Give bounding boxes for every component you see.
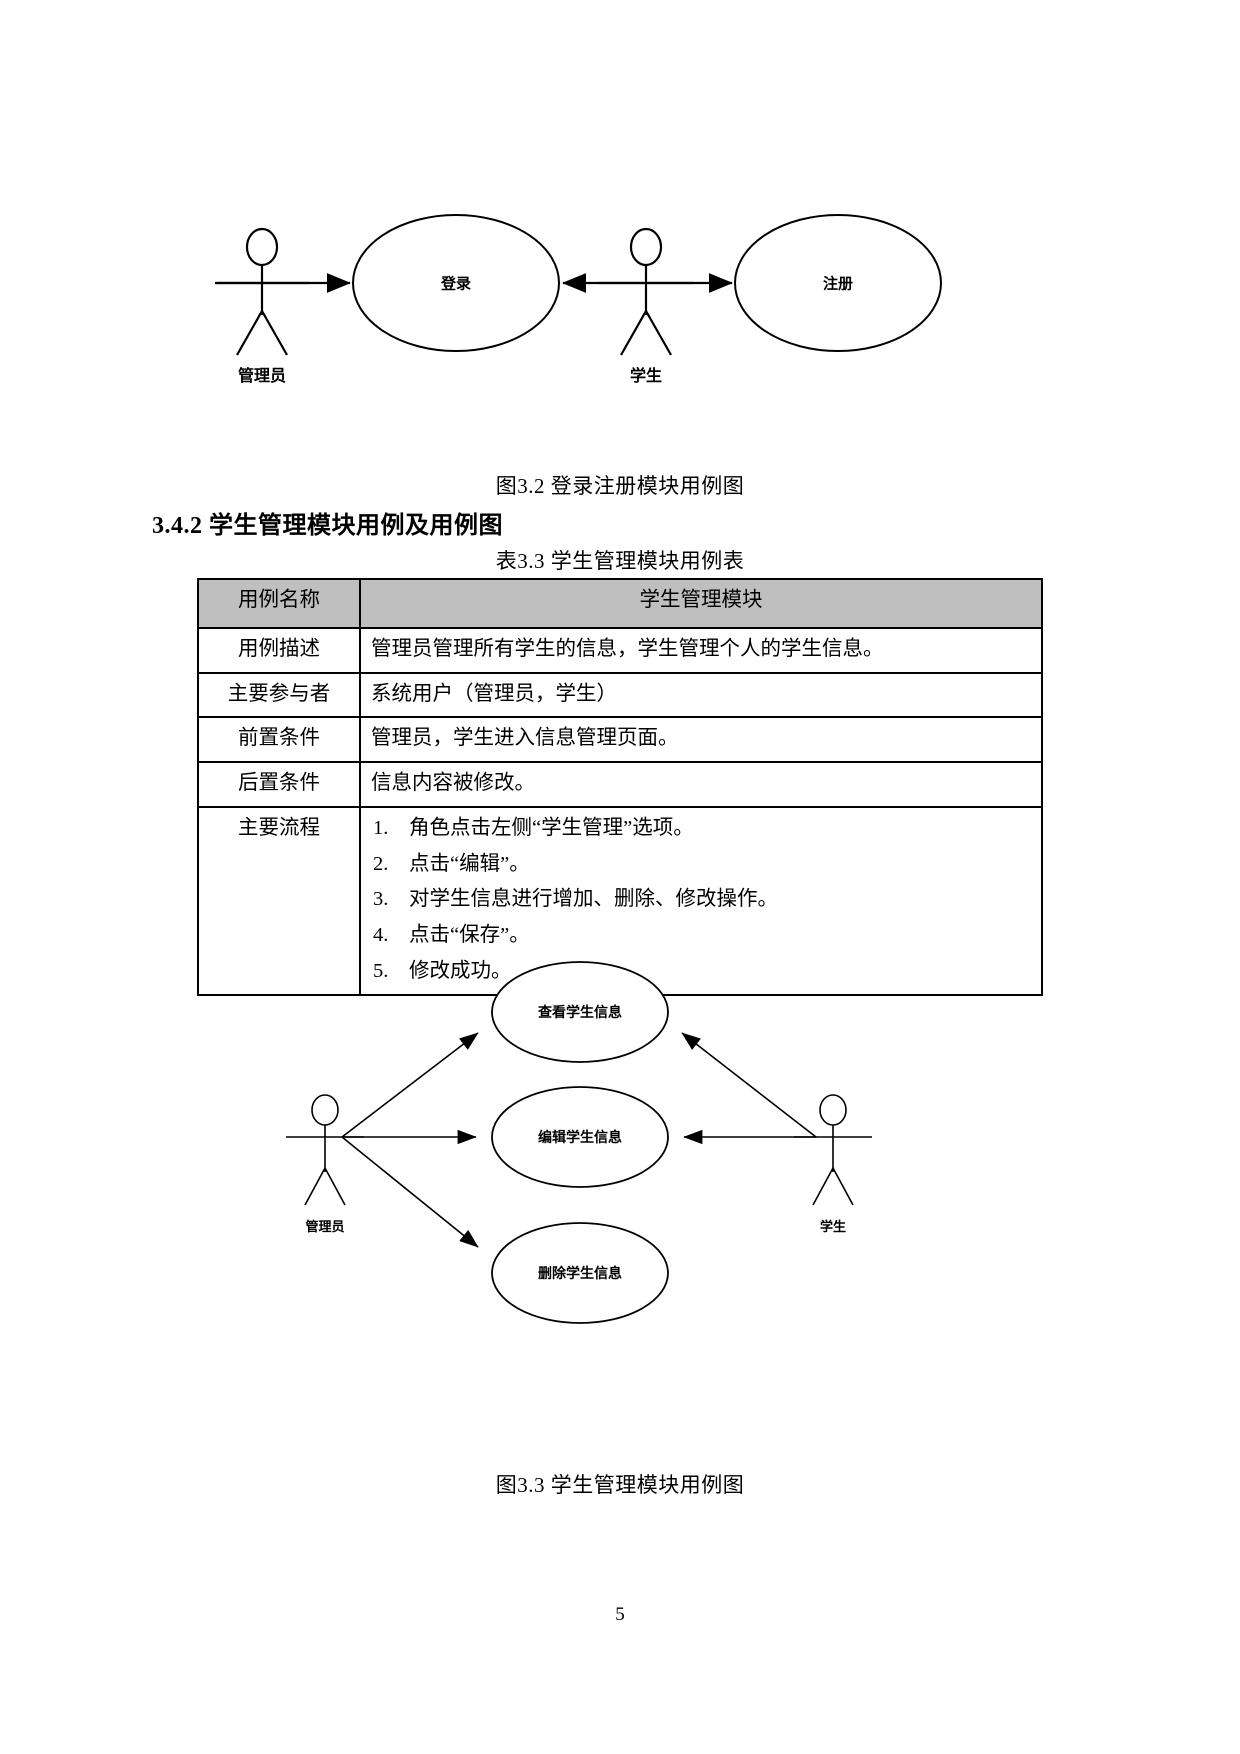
flow-step-list: 角色点击左侧“学生管理”选项。 点击“编辑”。 对学生信息进行增加、删除、修改操… <box>371 814 1031 985</box>
table-row-label: 后置条件 <box>197 761 361 808</box>
table-row: 前置条件 管理员，学生进入信息管理页面。 <box>197 716 1043 764</box>
table-row-label: 主要参与者 <box>197 671 361 719</box>
association-admin-to-view <box>341 1032 479 1138</box>
usecase-edit-student-info-label: 编辑学生信息 <box>538 1129 622 1146</box>
table-row: 主要参与者 系统用户（管理员，学生） <box>197 671 1043 719</box>
table-row: 后置条件 信息内容被修改。 <box>197 761 1043 808</box>
table-row-label: 用例描述 <box>197 627 361 674</box>
table-row-main-flow: 主要流程 角色点击左侧“学生管理”选项。 点击“编辑”。 对学生信息进行增加、删… <box>197 805 1043 997</box>
figure-3-3-usecase-diagram: 查看学生信息 编辑学生信息 删除学生信息 管理员 <box>280 950 880 1350</box>
flow-step: 对学生信息进行增加、删除、修改操作。 <box>373 885 778 913</box>
table-row-value: 信息内容被修改。 <box>359 761 1043 808</box>
association-student-to-view <box>681 1032 817 1138</box>
flow-step: 修改成功。 <box>373 957 512 985</box>
actor-label-student-figure1: 学生 <box>630 366 662 385</box>
table-row: 用例描述 管理员管理所有学生的信息，学生管理个人的学生信息。 <box>197 627 1043 674</box>
usecase-login-label: 登录 <box>440 275 471 293</box>
table-row-value: 系统用户（管理员，学生） <box>359 671 1043 719</box>
usecase-table-3-3: 用例名称 学生管理模块 用例描述 管理员管理所有学生的信息，学生管理个人的学生信… <box>197 578 1043 997</box>
section-heading-3-4-2: 3.4.2 学生管理模块用例及用例图 <box>152 513 503 539</box>
figure-3-2-caption: 图3.2 登录注册模块用例图 <box>495 474 745 498</box>
table-row-label: 前置条件 <box>197 716 361 764</box>
flow-step: 点击“保存”。 <box>373 921 530 949</box>
actor-student-figure2 <box>794 1094 872 1206</box>
table-header-label: 用例名称 <box>197 578 361 629</box>
actor-label-student-figure2: 学生 <box>820 1219 846 1235</box>
table-row-value: 管理员管理所有学生的信息，学生管理个人的学生信息。 <box>359 627 1043 674</box>
usecase-edit-student-info: 编辑学生信息 <box>491 1086 669 1188</box>
table-3-3-caption: 表3.3 学生管理模块用例表 <box>495 549 745 573</box>
usecase-login: 登录 <box>352 214 560 352</box>
association-admin-to-delete <box>341 1136 479 1248</box>
table-row-flow-steps: 角色点击左侧“学生管理”选项。 点击“编辑”。 对学生信息进行增加、删除、修改操… <box>359 805 1043 997</box>
actor-student-figure1 <box>599 227 693 356</box>
flow-step: 角色点击左侧“学生管理”选项。 <box>373 814 694 842</box>
table-row-label: 主要流程 <box>197 805 361 997</box>
actor-admin-figure1 <box>215 227 309 356</box>
usecase-delete-student-info-label: 删除学生信息 <box>538 1265 622 1282</box>
table-row-value: 管理员，学生进入信息管理页面。 <box>359 716 1043 764</box>
page-number: 5 <box>615 1604 625 1625</box>
usecase-register-label: 注册 <box>823 275 853 293</box>
usecase-register: 注册 <box>734 214 942 352</box>
table-row-header: 用例名称 学生管理模块 <box>197 578 1043 629</box>
figure-3-3-caption: 图3.3 学生管理模块用例图 <box>495 1473 745 1497</box>
table-header-value: 学生管理模块 <box>359 578 1043 629</box>
actor-admin-figure2 <box>286 1094 364 1206</box>
usecase-view-student-info-label: 查看学生信息 <box>538 1004 622 1021</box>
figure-3-2-usecase-diagram: 管理员 登录 学生 注 <box>195 185 995 385</box>
actor-label-admin-figure2: 管理员 <box>305 1219 344 1235</box>
usecase-delete-student-info: 删除学生信息 <box>491 1222 669 1324</box>
flow-step: 点击“编辑”。 <box>373 850 530 878</box>
actor-label-admin-figure1: 管理员 <box>238 366 286 385</box>
usecase-view-student-info: 查看学生信息 <box>491 961 669 1063</box>
